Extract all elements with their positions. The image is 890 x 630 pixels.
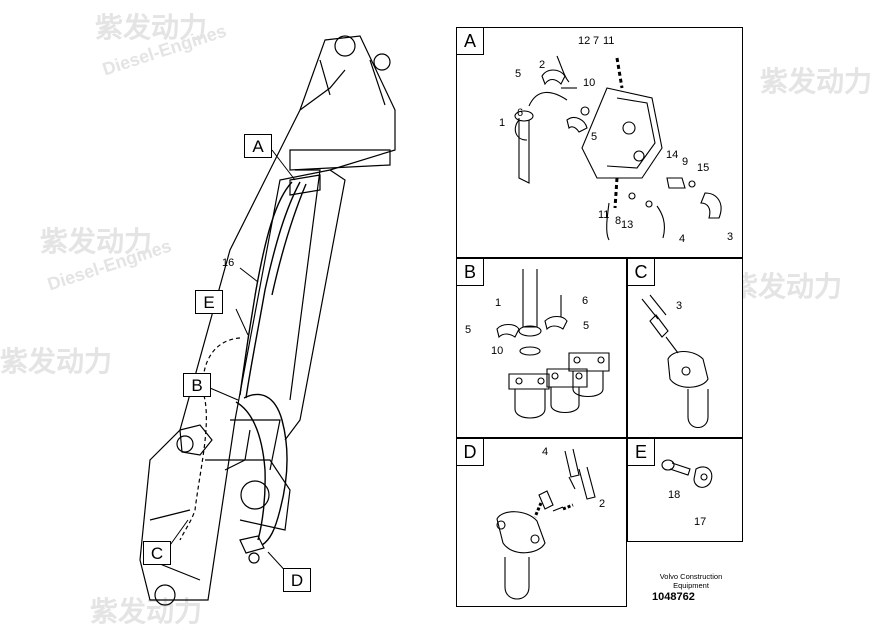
part-number: 11 — [603, 35, 614, 47]
valve-assembly-drawing: 1 6 5 5 10 — [465, 269, 610, 419]
part-number: 11 — [598, 209, 609, 221]
part-number: 2 — [599, 498, 605, 510]
part-number: 4 — [542, 446, 548, 458]
part-number: 3 — [676, 300, 682, 312]
part-number: 7 — [593, 35, 599, 47]
part-number: 14 — [666, 149, 678, 161]
panel-label-E: E — [628, 439, 655, 466]
hose-fitting-drawing: 4 2 — [496, 446, 605, 600]
part-number: 5 — [591, 131, 597, 143]
part-number: 9 — [682, 156, 688, 168]
manufacturer-line1: Volvo Construction — [659, 572, 723, 581]
part-number: 3 — [727, 231, 733, 243]
part-number-16: 16 — [222, 257, 234, 269]
part-number: 1 — [495, 297, 501, 309]
part-number: 1 — [499, 117, 505, 129]
part-number: 5 — [465, 324, 471, 336]
callout-C[interactable]: C — [143, 541, 171, 565]
part-number: 5 — [515, 68, 521, 80]
panel-label-C: C — [628, 259, 655, 286]
panel-label-A: A — [457, 28, 484, 55]
drawing-code: 1048762 — [652, 591, 695, 603]
part-number: 15 — [697, 162, 709, 174]
detail-panel-B: B 1 6 5 — [456, 258, 627, 438]
part-number: 8 — [615, 215, 621, 227]
part-number: 18 — [668, 489, 680, 501]
callout-A[interactable]: A — [244, 134, 272, 158]
hose-clamp-drawing: 3 — [641, 294, 709, 429]
part-number: 5 — [583, 320, 589, 332]
manufacturer-line2: Equipment — [673, 581, 709, 590]
detail-panel-D: D 4 2 — [456, 438, 627, 607]
clamp-bolt-drawing: 18 17 — [661, 459, 713, 528]
detail-panel-E: E 18 17 — [627, 438, 743, 542]
part-number: 6 — [582, 295, 588, 307]
part-number: 13 — [621, 219, 633, 231]
part-number: 2 — [539, 59, 545, 71]
callout-D[interactable]: D — [283, 568, 311, 592]
part-number: 10 — [583, 77, 595, 89]
callout-E[interactable]: E — [195, 290, 223, 314]
panel-label-B: B — [457, 259, 484, 286]
part-number: 4 — [679, 233, 685, 245]
panel-label-D: D — [457, 439, 484, 466]
part-number: 17 — [694, 516, 706, 528]
part-number: 6 — [517, 107, 523, 119]
detail-panel-C: C 3 — [627, 258, 743, 438]
valve-block-drawing: 12 7 11 5 2 10 6 1 5 14 9 15 11 8 13 4 3 — [499, 35, 733, 245]
detail-panel-A: A — [456, 27, 743, 258]
part-number: 10 — [491, 345, 503, 357]
callout-B[interactable]: B — [183, 373, 211, 397]
part-number: 12 — [578, 35, 590, 47]
